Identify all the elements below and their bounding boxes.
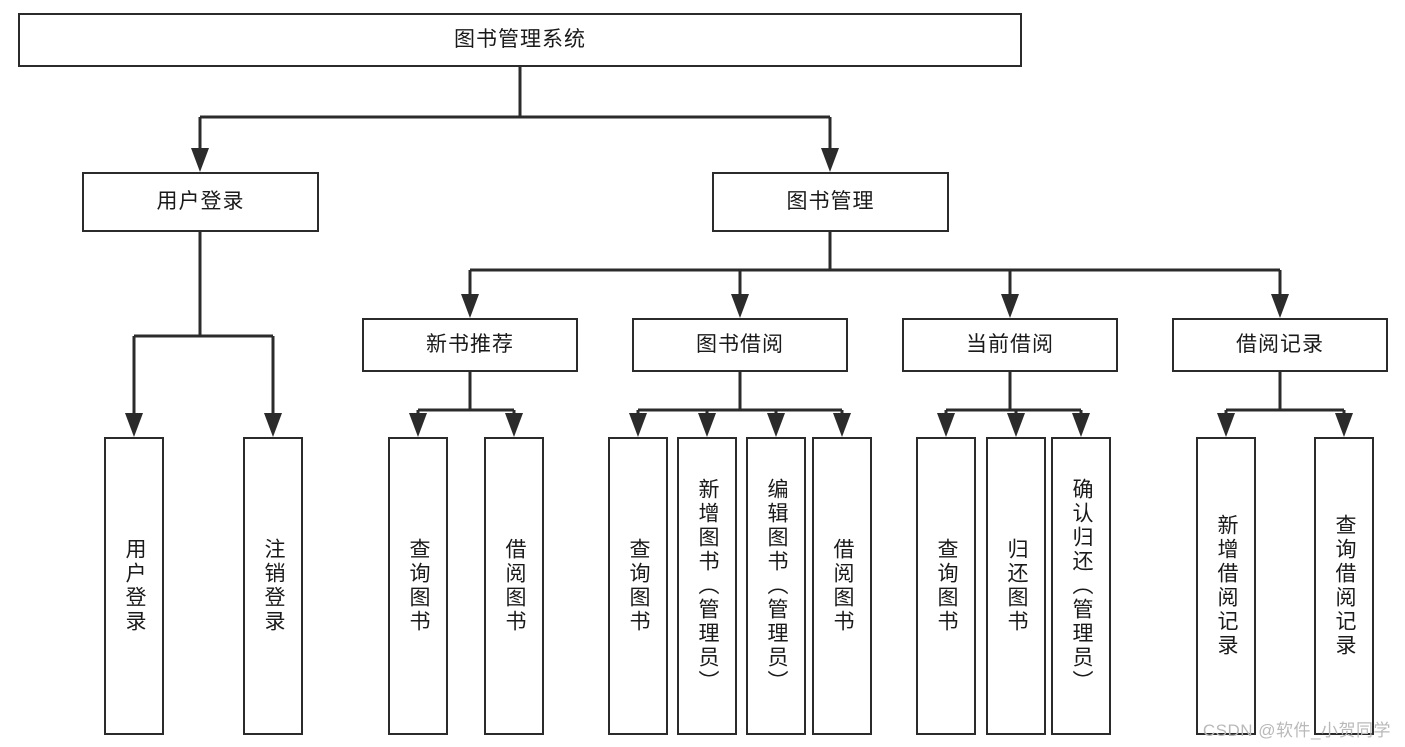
- node-user-login-label: 用户登录: [156, 190, 245, 214]
- node-confirm-return-label: 确认归还（管理员）: [1070, 478, 1093, 694]
- node-new-book-recommend[interactable]: 新书推荐: [362, 318, 578, 372]
- node-user-login-action-label: 用户登录: [123, 538, 146, 634]
- node-book-manage-label: 图书管理: [786, 190, 875, 214]
- node-book-manage[interactable]: 图书管理: [712, 172, 949, 232]
- node-query-borrow-record[interactable]: 查询借阅记录: [1314, 437, 1374, 735]
- node-current-borrow-label: 当前借阅: [966, 333, 1054, 357]
- node-borrow-book-2[interactable]: 借阅图书: [812, 437, 872, 735]
- node-add-borrow-record-label: 新增借阅记录: [1215, 514, 1238, 658]
- node-borrow-book-1-label: 借阅图书: [503, 538, 526, 634]
- node-current-borrow[interactable]: 当前借阅: [902, 318, 1118, 372]
- node-query-borrow-record-label: 查询借阅记录: [1333, 514, 1356, 658]
- node-user-logout-action[interactable]: 注销登录: [243, 437, 303, 735]
- node-edit-book-admin[interactable]: 编辑图书（管理员）: [746, 437, 806, 735]
- node-query-book-2[interactable]: 查询图书: [608, 437, 668, 735]
- node-book-borrow-label: 图书借阅: [696, 333, 784, 357]
- node-query-book-1-label: 查询图书: [407, 538, 430, 634]
- node-borrow-book-2-label: 借阅图书: [831, 538, 854, 634]
- node-borrow-book-1[interactable]: 借阅图书: [484, 437, 544, 735]
- node-edit-book-admin-label: 编辑图书（管理员）: [765, 478, 788, 694]
- node-book-borrow[interactable]: 图书借阅: [632, 318, 848, 372]
- node-query-book-2-label: 查询图书: [627, 538, 650, 634]
- node-new-book-recommend-label: 新书推荐: [426, 333, 514, 357]
- node-user-logout-action-label: 注销登录: [262, 538, 285, 634]
- node-user-login[interactable]: 用户登录: [82, 172, 319, 232]
- node-query-book-1[interactable]: 查询图书: [388, 437, 448, 735]
- node-root-label: 图书管理系统: [454, 28, 586, 52]
- node-add-book-admin[interactable]: 新增图书（管理员）: [677, 437, 737, 735]
- node-confirm-return[interactable]: 确认归还（管理员）: [1051, 437, 1111, 735]
- node-add-book-admin-label: 新增图书（管理员）: [696, 478, 719, 694]
- node-borrow-record-label: 借阅记录: [1236, 333, 1324, 357]
- node-root[interactable]: 图书管理系统: [18, 13, 1022, 67]
- node-query-book-3-label: 查询图书: [935, 538, 958, 634]
- node-return-book[interactable]: 归还图书: [986, 437, 1046, 735]
- node-user-login-action[interactable]: 用户登录: [104, 437, 164, 735]
- node-add-borrow-record[interactable]: 新增借阅记录: [1196, 437, 1256, 735]
- node-query-book-3[interactable]: 查询图书: [916, 437, 976, 735]
- node-borrow-record[interactable]: 借阅记录: [1172, 318, 1388, 372]
- node-return-book-label: 归还图书: [1005, 538, 1028, 634]
